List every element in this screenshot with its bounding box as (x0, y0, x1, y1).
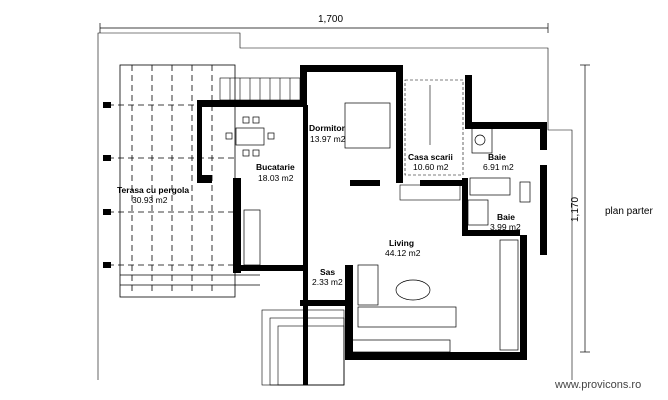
room-sas: Sas 2.33 m2 (312, 267, 343, 287)
room-dormitor: Dormitor 13.97 m2 (309, 123, 346, 144)
svg-text:6.91 m2: 6.91 m2 (483, 162, 514, 172)
room-living: Living 44.12 m2 (385, 238, 421, 258)
svg-text:30.93 m2: 30.93 m2 (132, 195, 168, 205)
watermark: www.provicons.ro (554, 379, 641, 391)
svg-text:3.99 m2: 3.99 m2 (490, 222, 521, 232)
room-terasa: Terasa cu pergola 30.93 m2 (117, 185, 189, 205)
site-outline (97, 32, 573, 380)
width-dimension-line (99, 23, 549, 33)
svg-text:13.97 m2: 13.97 m2 (310, 134, 346, 144)
svg-text:Casa scarii: Casa scarii (408, 152, 453, 162)
plan-title: plan parter (605, 206, 653, 217)
svg-text:Sas: Sas (320, 267, 335, 277)
furniture (225, 102, 531, 353)
svg-text:Dormitor: Dormitor (309, 123, 346, 133)
depth-dimension-line (580, 64, 590, 353)
room-bucatarie: Bucatarie 18.03 m2 (256, 162, 295, 183)
sink (474, 134, 486, 146)
pergola (108, 64, 260, 298)
entrance-steps (261, 309, 345, 386)
room-baie-1: Baie 6.91 m2 (483, 152, 514, 172)
svg-text:Living: Living (389, 238, 414, 248)
living-table (395, 279, 431, 301)
walls (197, 65, 547, 385)
svg-text:Baie: Baie (497, 212, 515, 222)
svg-text:Terasa cu pergola: Terasa cu pergola (117, 185, 189, 195)
room-baie-2: Baie 3.99 m2 (490, 212, 521, 232)
stairs (219, 77, 464, 386)
svg-text:18.03 m2: 18.03 m2 (258, 173, 294, 183)
svg-text:2.33 m2: 2.33 m2 (312, 277, 343, 287)
svg-text:Baie: Baie (488, 152, 506, 162)
width-dimension: 1,700 (318, 14, 343, 25)
svg-text:44.12 m2: 44.12 m2 (385, 248, 421, 258)
pergola-posts (103, 102, 111, 268)
svg-text:10.60 m2: 10.60 m2 (413, 162, 449, 172)
room-casa-scarii: Casa scarii 10.60 m2 (408, 152, 453, 172)
svg-text:Bucatarie: Bucatarie (256, 162, 295, 172)
depth-dimension: 1,170 (570, 197, 581, 222)
